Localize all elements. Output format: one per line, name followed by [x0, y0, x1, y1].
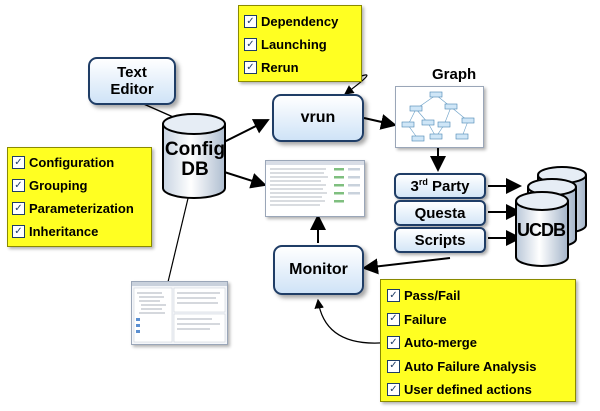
checkbox-icon: ✓	[387, 312, 400, 326]
run-actions-note: ✓Dependency ✓Launching ✓Rerun	[238, 5, 362, 82]
checkbox-icon: ✓	[12, 202, 25, 215]
config-features-note: ✓Configuration ✓Grouping ✓Parameterizati…	[7, 147, 152, 247]
checkbox-icon: ✓	[387, 289, 400, 303]
monitor-action-failure: ✓Failure	[387, 308, 575, 332]
ucdb-label: UCDB	[517, 220, 566, 240]
third-party-label: 3rd Party	[410, 177, 470, 195]
vrun-label: vrun	[300, 109, 336, 126]
coverage-window-thumbnail	[131, 281, 228, 345]
monitor-label: Monitor	[289, 261, 348, 278]
config-db-label-line1: Config	[164, 139, 226, 160]
run-action-launching: ✓Launching	[244, 33, 361, 56]
checkbox-icon: ✓	[387, 383, 400, 397]
vrun-node: vrun	[272, 94, 364, 142]
checkbox-icon: ✓	[244, 61, 257, 74]
checkbox-icon: ✓	[12, 179, 25, 192]
monitor-node: Monitor	[273, 245, 364, 295]
checkbox-icon: ✓	[244, 15, 257, 28]
checkbox-icon: ✓	[387, 359, 400, 373]
text-editor-label-line2: Editor	[110, 81, 154, 98]
text-editor-node: Text Editor	[88, 57, 176, 105]
note-to-monitor-curve	[314, 298, 393, 344]
vrun-to-graph-arrow	[363, 114, 397, 130]
monitor-actions-note: ✓Pass/Fail ✓Failure ✓Auto-merge ✓Auto Fa…	[380, 279, 576, 402]
text-editor-label-line1: Text	[117, 64, 147, 81]
checkbox-icon: ✓	[12, 225, 25, 238]
feature-item-inheritance: ✓Inheritance	[12, 220, 151, 243]
tools-to-monitor-arrow	[362, 257, 451, 275]
config-db-label: Config DB	[158, 140, 232, 180]
run-log-thumbnail	[265, 160, 365, 217]
checkbox-icon: ✓	[244, 38, 257, 51]
scripts-tool: Scripts	[394, 227, 486, 253]
graph-title: Graph	[432, 66, 477, 83]
third-party-tool: 3rd Party	[394, 173, 486, 199]
monitor-action-auto-failure-analysis: ✓Auto Failure Analysis	[387, 355, 575, 379]
monitor-action-auto-merge: ✓Auto-merge	[387, 331, 575, 355]
questa-tool: Questa	[394, 200, 486, 226]
ucdb-stack	[515, 166, 587, 267]
feature-item-grouping: ✓Grouping	[12, 174, 151, 197]
db-to-screenshot-line	[167, 189, 191, 283]
run-action-dependency: ✓Dependency	[244, 10, 361, 33]
config-db-label-line2: DB	[181, 159, 209, 180]
questa-label: Questa	[414, 204, 466, 222]
dependency-graph-thumbnail	[395, 86, 484, 148]
monitor-action-pass-fail: ✓Pass/Fail	[387, 284, 575, 308]
checkbox-icon: ✓	[387, 336, 400, 350]
ucdb-cylinder-front	[515, 191, 569, 267]
scripts-label: Scripts	[414, 231, 466, 249]
config-db-cylinder	[162, 113, 226, 199]
db-to-vrun-arrow	[217, 119, 270, 146]
feature-item-parameterization: ✓Parameterization	[12, 197, 151, 220]
monitor-action-user-defined: ✓User defined actions	[387, 378, 575, 402]
checkbox-icon: ✓	[12, 156, 25, 169]
run-action-rerun: ✓Rerun	[244, 56, 361, 79]
feature-item-configuration: ✓Configuration	[12, 151, 151, 174]
